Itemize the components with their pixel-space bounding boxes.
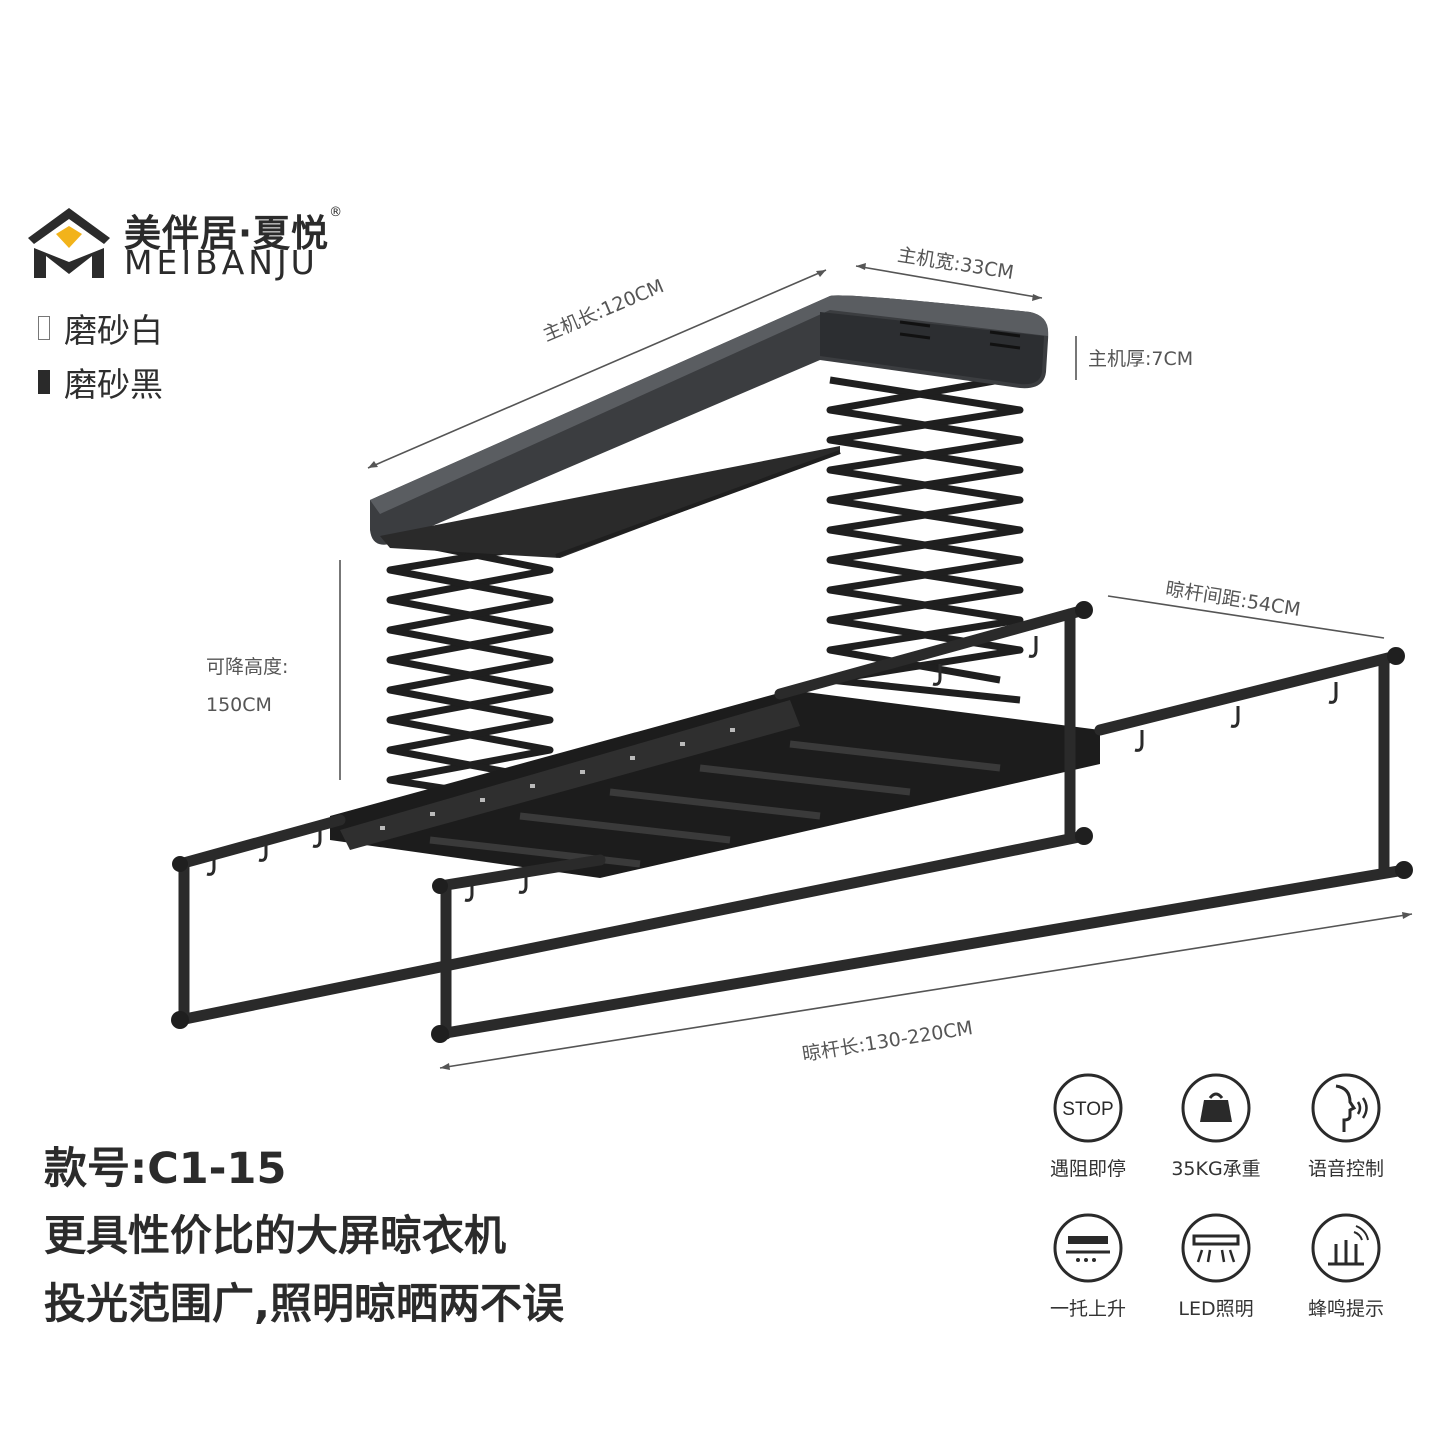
feature-label: 遇阻即停 (1049, 1158, 1126, 1180)
feature-voice-control: 语音控制 (1276, 1072, 1416, 1181)
color-option-black[interactable]: 磨砂黑 (38, 358, 163, 406)
color-option-white[interactable]: 磨砂白 (38, 304, 163, 352)
feature-lift: 一托上升 (1018, 1212, 1158, 1321)
feature-label: 语音控制 (1307, 1158, 1384, 1180)
feature-label: 一托上升 (1049, 1298, 1126, 1320)
feature-buzzer: 蜂鸣提示 (1276, 1212, 1416, 1321)
tagline-primary: 更具性价比的大屏晾衣机 (44, 1211, 507, 1260)
feature-label: 蜂鸣提示 (1307, 1298, 1384, 1320)
stop-icon-text: STOP (1062, 1099, 1113, 1120)
registered-mark: ® (329, 205, 344, 220)
drop-height-label: 可降高度: 150CM (206, 648, 288, 724)
tagline-secondary: 投光范围广,照明晾晒两不误 (44, 1279, 564, 1328)
drop-height-title: 可降高度: (206, 656, 289, 678)
white-swatch-icon (38, 316, 50, 340)
weight-icon (1181, 1073, 1251, 1143)
drop-height-value: 150CM (206, 694, 272, 716)
feature-led-light: LED照明 (1146, 1212, 1286, 1321)
feature-label: LED照明 (1178, 1298, 1254, 1320)
lift-icon (1053, 1213, 1123, 1283)
brand-logo-icon (28, 208, 110, 278)
voice-control-icon (1311, 1073, 1381, 1143)
model-number: 款号:C1-15 (44, 1144, 287, 1194)
buzzer-icon (1311, 1213, 1381, 1283)
color-option-label: 磨砂黑 (64, 365, 163, 404)
brand-name-cn: 美伴居·夏悦® (124, 205, 344, 255)
led-light-icon (1181, 1213, 1251, 1283)
host-thickness-label: 主机厚:7CM (1088, 348, 1194, 370)
stop-icon: STOP (1053, 1073, 1123, 1143)
brand-name-en: MEIBANJU (124, 243, 319, 282)
feature-stop: STOP 遇阻即停 (1018, 1072, 1158, 1181)
black-swatch-icon (38, 370, 50, 394)
feature-weight: 35KG承重 (1146, 1072, 1286, 1181)
color-option-label: 磨砂白 (64, 311, 163, 350)
feature-label: 35KG承重 (1171, 1158, 1261, 1180)
